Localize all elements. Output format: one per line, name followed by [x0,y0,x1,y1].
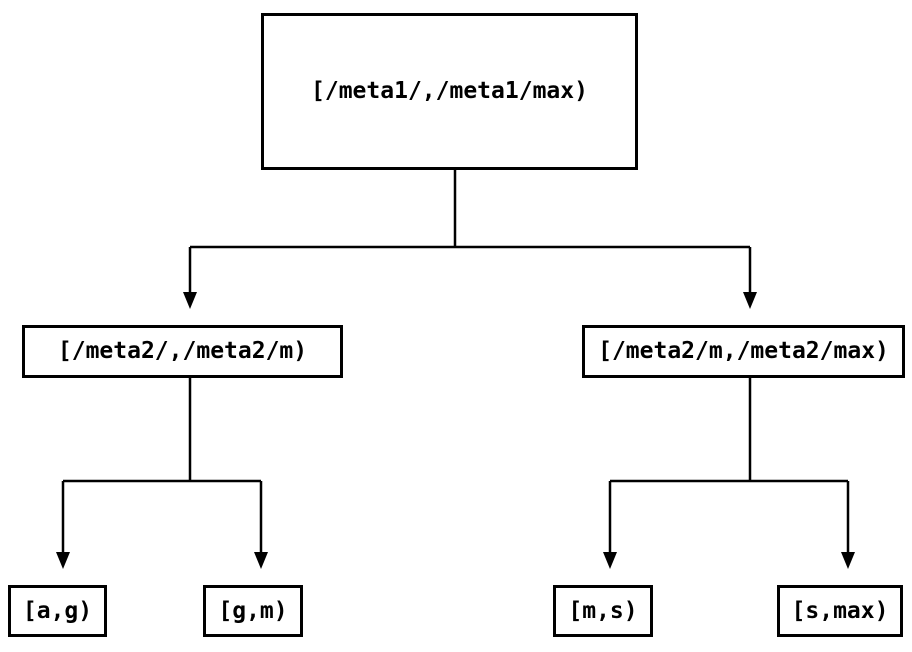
arrowhead-down-icon [603,552,617,569]
node-leaf-gm: [g,m) [203,585,303,637]
edge-group-root [183,170,757,309]
arrowhead-down-icon [254,552,268,569]
node-root: [/meta1/,/meta1/max) [261,13,638,170]
node-right-child-label: [/meta2/m,/meta2/max) [598,338,889,364]
node-leaf-smax: [s,max) [777,585,903,637]
node-leaf-gm-label: [g,m) [218,597,288,624]
node-left-child-label: [/meta2/,/meta2/m) [57,338,308,364]
edge-right-trunk [608,378,850,554]
edge-group-right-subtree [603,378,855,569]
node-leaf-smax-label: [s,max) [791,597,889,624]
arrowhead-down-icon [841,552,855,569]
arrowhead-down-icon [183,292,197,309]
edge-root-trunk [188,170,752,294]
node-root-label: [/meta1/,/meta1/max) [311,78,588,104]
node-right-child: [/meta2/m,/meta2/max) [582,325,905,378]
edge-left-trunk [61,378,263,554]
arrowhead-down-icon [743,292,757,309]
node-left-child: [/meta2/,/meta2/m) [22,325,343,378]
node-leaf-ag: [a,g) [8,585,107,637]
node-leaf-ag-label: [a,g) [22,597,93,624]
node-leaf-ms-label: [m,s) [568,597,638,624]
edge-group-left-subtree [56,378,268,569]
arrowhead-down-icon [56,552,70,569]
node-leaf-ms: [m,s) [553,585,653,637]
